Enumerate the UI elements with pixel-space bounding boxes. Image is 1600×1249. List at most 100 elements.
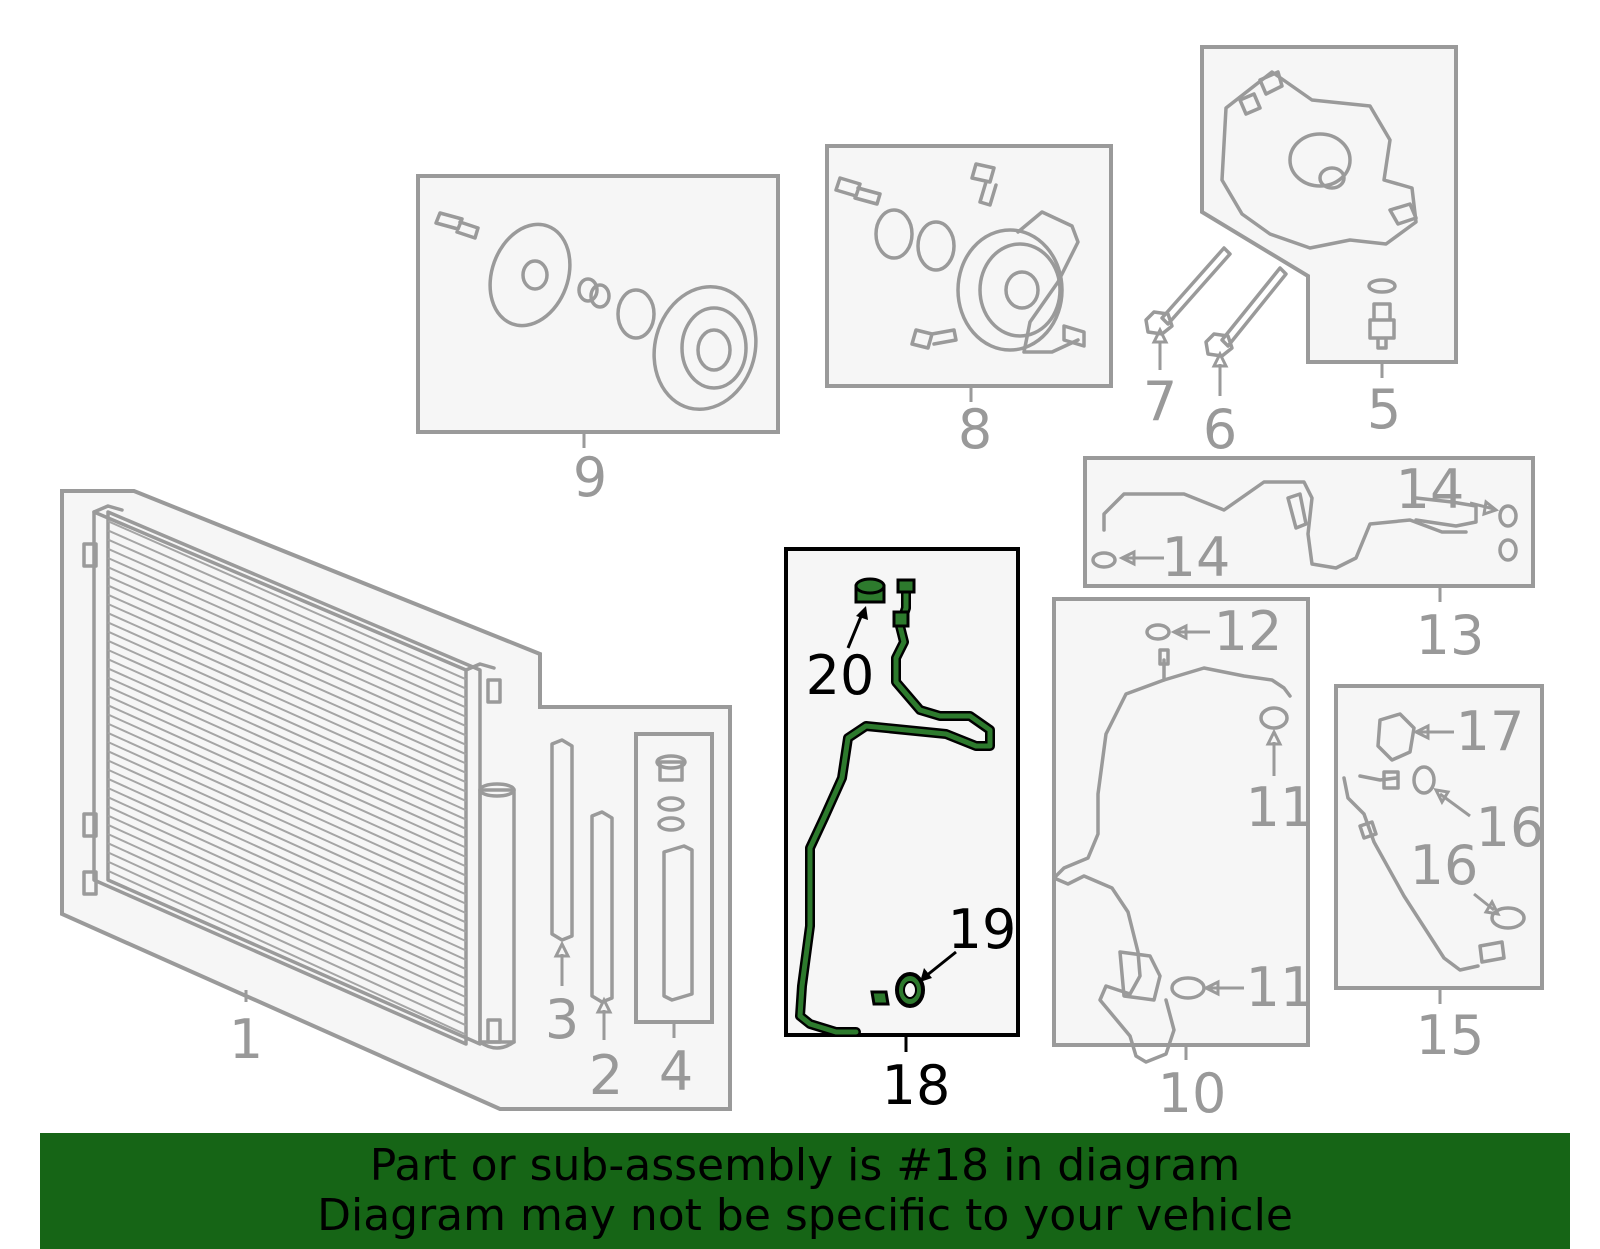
callout-2: 2	[589, 1044, 623, 1107]
condenser-fin	[107, 759, 467, 924]
condenser-icon	[82, 504, 516, 1050]
callout-9: 9	[573, 446, 607, 509]
o-ring-icon	[1367, 278, 1397, 294]
callout-14-left: 14	[1162, 526, 1231, 589]
condenser-fin	[107, 704, 467, 868]
pressure-switch-icon	[1368, 302, 1396, 350]
condenser-fin	[107, 860, 467, 1027]
part-group-5[interactable]: 5	[1200, 45, 1458, 441]
field-coil-icon	[956, 210, 1086, 354]
condenser-fin	[107, 667, 467, 830]
callout-14-right: 14	[1396, 458, 1465, 521]
callout-17: 17	[1456, 700, 1525, 763]
callout-12: 12	[1214, 600, 1283, 663]
part-group-4[interactable]: 4	[634, 732, 714, 1103]
callout-15: 15	[1416, 1004, 1485, 1067]
long-bolt-icon	[1204, 266, 1288, 358]
condenser-fin	[107, 584, 467, 746]
part-group-1[interactable]: 1	[60, 489, 732, 1111]
part-group-7[interactable]: 7	[1143, 246, 1232, 433]
condenser-fin	[107, 695, 467, 858]
condenser-fin	[107, 750, 467, 915]
part-group-10[interactable]: 12 11 11 10	[1052, 597, 1315, 1125]
callout-10: 10	[1158, 1062, 1227, 1125]
o-ring-icon	[1412, 765, 1526, 930]
condenser-fin	[107, 805, 467, 971]
condenser-fin	[107, 575, 467, 737]
condenser-fin	[107, 676, 467, 840]
part-group-8[interactable]: 8	[825, 144, 1113, 461]
small-hose-icon	[1342, 770, 1506, 972]
part-group-9[interactable]: 9	[416, 174, 780, 509]
callout-16-bottom: 16	[1410, 834, 1479, 897]
callout-6: 6	[1203, 398, 1237, 461]
grommet-icon	[854, 577, 886, 604]
part-group-2[interactable]: 2	[589, 810, 623, 1107]
callout-11-top: 11	[1246, 776, 1315, 839]
condenser-fin	[107, 557, 467, 718]
callout-16-top: 16	[1476, 796, 1545, 859]
condenser-fin	[107, 851, 467, 1017]
condenser-fin	[107, 520, 467, 681]
condenser-fin	[107, 639, 467, 802]
condenser-fins	[107, 520, 467, 1036]
condenser-fin	[107, 787, 467, 952]
pulley-icon	[652, 284, 758, 412]
callout-20: 20	[806, 644, 875, 707]
condenser-fin	[107, 768, 467, 933]
bolt-icon	[834, 162, 998, 350]
condenser-fin	[107, 722, 467, 886]
discharge-hose-icon	[1102, 480, 1478, 570]
valve-core-icon	[1376, 712, 1416, 762]
part-group-15[interactable]: 17 16 16 15	[1334, 684, 1545, 1067]
condenser-fin	[107, 658, 467, 821]
callout-8: 8	[958, 398, 992, 461]
callout-4: 4	[659, 1040, 693, 1103]
clutch-plate-icon	[488, 222, 572, 328]
condenser-fin	[107, 833, 467, 999]
condenser-fin	[107, 593, 467, 756]
condenser-fin	[107, 796, 467, 961]
o-ring-icon	[895, 972, 925, 1008]
callout-13: 13	[1416, 604, 1485, 667]
liquid-line-icon	[795, 578, 995, 1037]
condenser-fin	[107, 777, 467, 943]
bolt-icon	[434, 211, 480, 240]
shim-icon	[577, 277, 611, 309]
snap-ring-icon	[616, 288, 656, 340]
o-ring-icon	[1091, 504, 1518, 569]
condenser-fin	[107, 869, 467, 1036]
condenser-fin	[107, 842, 467, 1008]
condenser-fin	[107, 685, 467, 849]
condenser-fin	[107, 630, 467, 793]
callout-3: 3	[545, 988, 579, 1051]
callout-18: 18	[882, 1054, 951, 1117]
part-group-3[interactable]: 3	[545, 738, 579, 1051]
callout-1: 1	[229, 1008, 263, 1071]
part-group-18[interactable]: 20 19 18	[784, 547, 1020, 1117]
condenser-fin	[107, 814, 467, 980]
snap-ring-icon	[874, 208, 956, 272]
banner-line-1: Part or sub-assembly is #18 in diagram	[369, 1140, 1241, 1191]
condenser-fin	[107, 741, 467, 905]
callout-7: 7	[1143, 370, 1177, 433]
condenser-fin	[107, 731, 467, 896]
condenser-fin	[107, 603, 467, 765]
long-bolt-icon	[1144, 246, 1232, 336]
drier-kit-icon	[655, 754, 694, 1002]
callout-5: 5	[1367, 378, 1401, 441]
condenser-fin	[107, 823, 467, 989]
part-group-13[interactable]: 14 14 13	[1083, 456, 1535, 667]
suction-hose-icon	[1052, 623, 1292, 1064]
condenser-fin	[107, 621, 467, 784]
banner-line-2: Diagram may not be specific to your vehi…	[317, 1190, 1293, 1241]
condenser-fin	[107, 649, 467, 812]
condenser-fin	[107, 529, 467, 690]
condenser-fin	[107, 612, 467, 774]
info-banner: Part or sub-assembly is #18 in diagram D…	[40, 1133, 1570, 1249]
callout-11-bottom: 11	[1246, 956, 1315, 1019]
condenser-fin	[107, 713, 467, 877]
part-group-6[interactable]: 6	[1203, 266, 1288, 461]
callout-19: 19	[948, 898, 1017, 961]
condenser-fin	[107, 566, 467, 728]
